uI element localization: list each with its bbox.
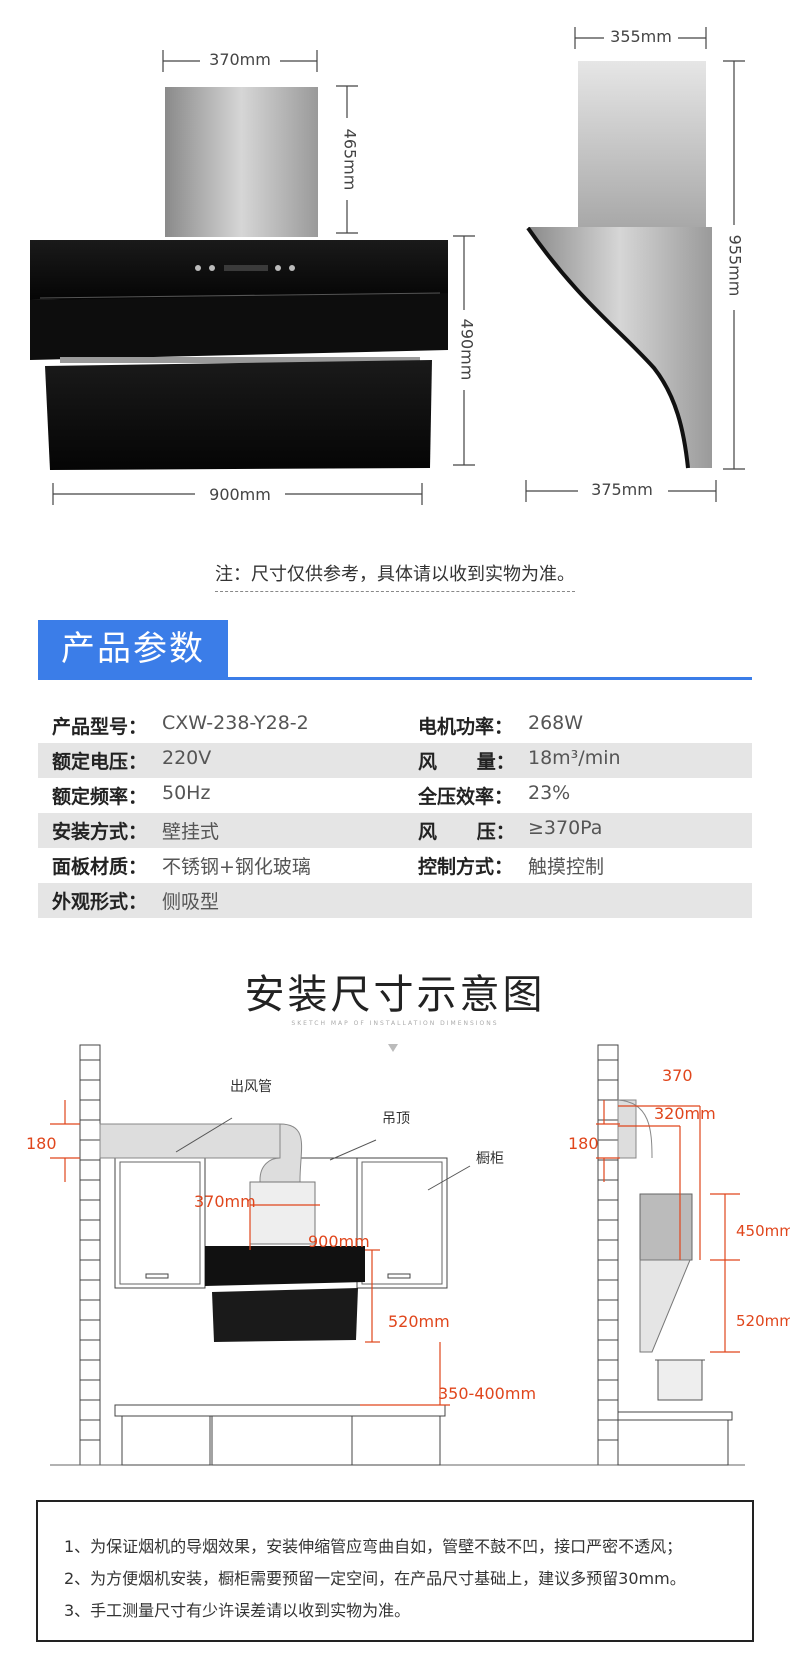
- side-view: [525, 27, 745, 502]
- height-520-label: 520mm: [388, 1312, 450, 1331]
- spec-label: 外观形式：: [52, 891, 148, 913]
- spec-value: 220V: [162, 747, 212, 769]
- spec-label: 风 量：: [418, 751, 515, 773]
- spec-table: 产品型号： CXW-238-Y28-2 电机功率： 268W 额定电压： 220V 风…: [38, 708, 752, 918]
- spec-value: 触摸控制: [528, 856, 605, 878]
- right-320-label: 320mm: [654, 1104, 716, 1123]
- section-divider: [38, 677, 752, 680]
- side-total-height-label: 955mm: [725, 234, 745, 297]
- section-title: 产品参数: [38, 620, 228, 678]
- width-900-label: 900mm: [308, 1232, 370, 1251]
- spec-value: 268W: [528, 712, 584, 734]
- front-body-height-label: 490mm: [457, 318, 477, 381]
- spec-label: 额定频率：: [52, 786, 148, 808]
- note-item: 1、为保证烟机的导烟效果，安装伸缩管应弯曲自如，管壁不鼓不凹，接口严密不透风；: [64, 1537, 683, 1556]
- note-item: 2、为方便烟机安装，橱柜需要预留一定空间，在产品尺寸基础上，建议多预留30mm。: [64, 1569, 686, 1588]
- spec-label: 风 压：: [418, 821, 515, 843]
- spec-value: ≥370Pa: [528, 817, 603, 839]
- right-180-label: 180: [568, 1134, 599, 1153]
- ceiling-label: 吊顶: [382, 1111, 410, 1127]
- note-item: 3、手工测量尺寸有少许误差请以收到实物为准。: [64, 1601, 411, 1620]
- spec-row: 面板材质： 不锈钢+钢化玻璃 控制方式： 触摸控制: [38, 848, 752, 883]
- width-370-label: 370mm: [194, 1192, 256, 1211]
- right-370-label: 370: [662, 1066, 693, 1085]
- front-chimney-height-label: 465mm: [340, 128, 360, 191]
- spec-label: 电机功率：: [418, 716, 514, 738]
- side-width-bottom-label: 375mm: [591, 480, 653, 499]
- right-520-label: 520mm: [736, 1312, 790, 1330]
- spec-label: 产品型号：: [52, 716, 148, 738]
- duct-label: 出风管: [230, 1079, 272, 1095]
- install-notes: 1、为保证烟机的导烟效果，安装伸缩管应弯曲自如，管壁不鼓不凹，接口严密不透风； …: [36, 1500, 754, 1642]
- spec-row: 外观形式： 侧吸型: [38, 883, 752, 918]
- right-450-label: 450mm: [736, 1222, 790, 1240]
- spec-value: CXW-238-Y28-2: [162, 712, 309, 734]
- left-180-label: 180: [26, 1134, 57, 1153]
- spec-label: 全压效率：: [418, 786, 514, 808]
- front-width-bottom-label: 900mm: [209, 485, 271, 504]
- product-dimension-diagram: [30, 27, 745, 505]
- size-note: 注：尺寸仅供参考，具体请以收到实物为准。: [0, 560, 790, 592]
- cabinet-label: 橱柜: [476, 1151, 504, 1167]
- install-subtitle: SKETCH MAP OF INSTALLATION DIMENSIONS: [291, 1020, 499, 1027]
- spec-value: 18m³/min: [528, 747, 621, 769]
- spec-value: 侧吸型: [162, 891, 220, 913]
- spec-row: 额定频率： 50Hz 全压效率： 23%: [38, 778, 752, 813]
- spec-label: 面板材质：: [52, 856, 148, 878]
- side-width-top-label: 355mm: [610, 27, 672, 46]
- spec-value: 23%: [528, 782, 571, 804]
- front-width-top-label: 370mm: [209, 50, 271, 69]
- spec-value: 50Hz: [162, 782, 211, 804]
- spec-value: 壁挂式: [162, 821, 220, 843]
- front-view: [52, 50, 475, 505]
- install-title: 安装尺寸示意图: [244, 972, 546, 1018]
- spec-value: 不锈钢+钢化玻璃: [162, 856, 311, 878]
- spec-row: 产品型号： CXW-238-Y28-2 电机功率： 268W: [38, 708, 752, 743]
- spec-label: 控制方式：: [418, 856, 514, 878]
- spec-label: 安装方式：: [52, 821, 148, 843]
- spec-row: 额定电压： 220V 风 量： 18m³/min: [38, 743, 752, 778]
- height-350-400-label: 350-400mm: [438, 1384, 537, 1403]
- installation-diagram: [50, 1044, 745, 1466]
- spec-label: 额定电压：: [52, 751, 148, 773]
- spec-row: 安装方式： 壁挂式 风 压： ≥370Pa: [38, 813, 752, 848]
